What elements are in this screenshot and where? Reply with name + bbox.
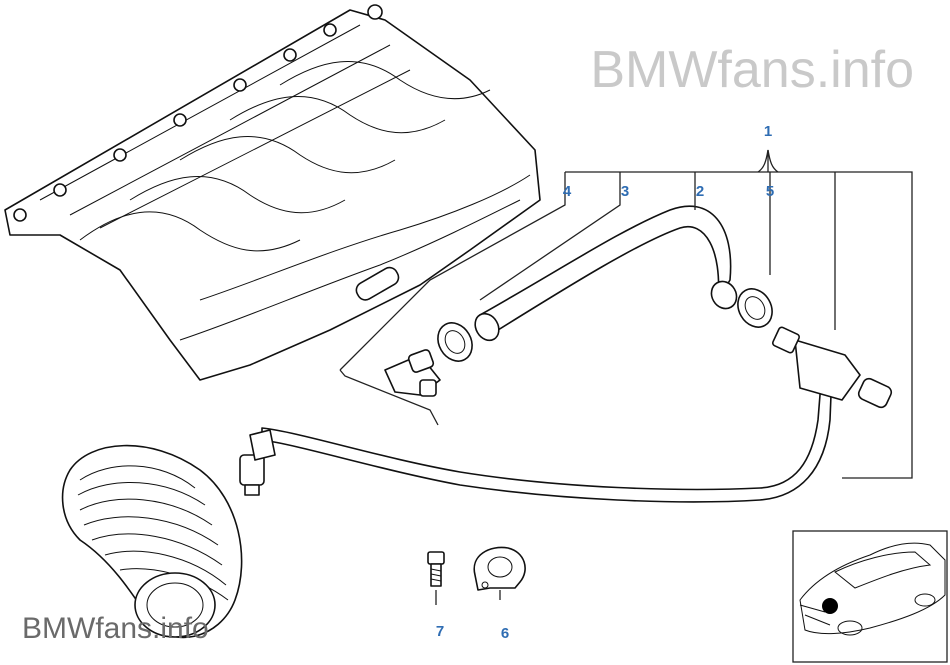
callout-4: 4 <box>563 183 572 200</box>
hose-clamp-5 <box>737 288 773 328</box>
callout-3: 3 <box>621 183 629 200</box>
callout-5: 5 <box>766 183 774 200</box>
hose-clamp-4 <box>437 322 473 362</box>
breather-hose-short <box>474 205 738 342</box>
leader-lines <box>339 149 913 605</box>
air-intake-boot <box>61 444 243 639</box>
location-marker <box>822 598 838 614</box>
elbow-fitting <box>384 349 441 397</box>
intake-manifold <box>4 4 541 381</box>
connector-fitting <box>771 326 893 409</box>
callout-2: 2 <box>696 183 704 200</box>
callout-7: 7 <box>436 623 444 640</box>
callout-1: 1 <box>764 123 772 140</box>
car-location-thumbnail <box>792 530 948 663</box>
p-clip <box>473 546 526 591</box>
watermark-top: BMWfans.info <box>590 41 914 99</box>
breather-hose-long <box>239 369 833 503</box>
callout-6: 6 <box>501 625 509 642</box>
bolt <box>427 551 445 587</box>
watermark-bottom: BMWfans.info <box>22 612 209 645</box>
